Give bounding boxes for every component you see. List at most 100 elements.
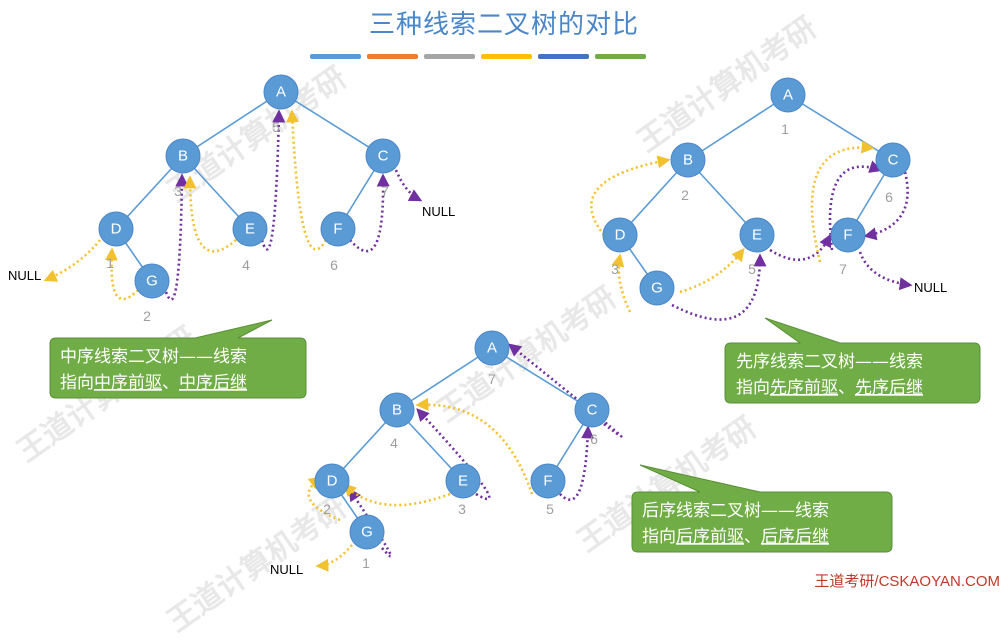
- tree-node-g: G: [639, 270, 675, 306]
- color-bar-segment: [538, 54, 589, 59]
- svg-text:D: D: [111, 221, 122, 238]
- preorder-thread-pred: [590, 155, 671, 236]
- tree-node-f: F: [530, 463, 566, 499]
- svg-text:F: F: [843, 227, 852, 244]
- tree-node-g: G: [134, 263, 170, 299]
- inorder-thread-succ: [260, 109, 286, 251]
- preorder-thread-succ: [769, 233, 832, 262]
- order-label: 4: [242, 257, 250, 273]
- tree-node-b: B: [670, 142, 706, 178]
- order-label: 6: [330, 257, 338, 273]
- order-label: 3: [458, 501, 466, 517]
- tree-node-e: E: [739, 217, 775, 253]
- inorder-thread-pred: [104, 247, 139, 301]
- order-label: 1: [106, 255, 114, 271]
- edge: [182, 91, 282, 157]
- inorder-thread-succ: [164, 173, 189, 301]
- tree-node-b: B: [165, 138, 201, 174]
- order-label: 5: [546, 501, 554, 517]
- svg-text:E: E: [752, 227, 762, 244]
- svg-text:F: F: [543, 473, 552, 490]
- footer-brand: 王道考研/CSKAOYAN.COM: [814, 573, 1000, 590]
- callout-line2: 指向中序前驱、中序后继: [60, 373, 247, 393]
- order-label: 4: [390, 435, 398, 451]
- edge: [280, 91, 384, 157]
- svg-text:B: B: [392, 402, 402, 419]
- preorder-thread-pred: [828, 160, 883, 251]
- tree-node-g: G: [349, 514, 385, 550]
- callout-line2: 指向先序前驱、先序后继: [736, 378, 923, 398]
- preorder-callout: 先序线索二叉树——线索 指向先序前驱、先序后继: [724, 317, 981, 404]
- inorder-thread-succ: [349, 173, 390, 253]
- svg-text:D: D: [327, 473, 338, 490]
- inorder-tree: NULL NULL A B C D E F G 5 3 7 1 4 6 2: [8, 74, 455, 324]
- order-label: 2: [323, 501, 331, 517]
- color-bar-segment: [481, 54, 532, 59]
- inorder-thread-pred: [183, 175, 237, 253]
- edge: [787, 94, 894, 161]
- svg-text:G: G: [361, 524, 373, 541]
- tree-node-a: A: [770, 77, 806, 113]
- postorder-callout: 后序线索二叉树——线索 指向后序前驱、后序后继: [631, 464, 893, 553]
- preorder-thread-pred: [810, 140, 875, 263]
- null-label: NULL: [270, 562, 303, 577]
- order-label: 7: [839, 261, 847, 277]
- tree-node-f: F: [830, 217, 866, 253]
- postorder-thread-pred: [343, 483, 451, 507]
- callout-line1: 先序线索二叉树——线索: [736, 352, 923, 372]
- edge: [396, 347, 493, 411]
- svg-text:A: A: [783, 87, 793, 104]
- svg-text:C: C: [378, 148, 389, 165]
- tree-node-a: A: [474, 330, 510, 366]
- inorder-thread-pred: [43, 239, 102, 282]
- null-label: NULL: [422, 204, 455, 219]
- svg-text:G: G: [146, 273, 158, 290]
- callout-line2: 指向后序前驱、后序后继: [642, 527, 829, 547]
- color-bar-segment: [367, 54, 418, 59]
- preorder-thread-succ: [858, 251, 913, 291]
- tree-node-a: A: [263, 74, 299, 110]
- inorder-callout: 中序线索二叉树——线索 指向中序前驱、中序后继: [49, 319, 307, 399]
- edge: [491, 347, 593, 411]
- tree-node-f: F: [320, 211, 356, 247]
- tree-node-d: D: [314, 463, 350, 499]
- svg-text:C: C: [587, 402, 598, 419]
- inorder-thread-succ: [394, 169, 423, 202]
- order-label: 2: [681, 187, 689, 203]
- svg-text:E: E: [458, 473, 468, 490]
- order-label: 1: [362, 555, 370, 571]
- order-label: 1: [781, 121, 789, 137]
- postorder-thread-pred: [315, 544, 353, 572]
- postorder-thread-succ: [416, 408, 491, 501]
- order-label: 2: [143, 308, 151, 324]
- order-label: 6: [885, 189, 893, 205]
- order-label: 6: [590, 431, 598, 447]
- preorder-tree: NULL A B C D E F G 1 2 3 5 6 7: [590, 77, 947, 321]
- svg-text:A: A: [487, 340, 497, 357]
- tree-node-e: E: [232, 211, 268, 247]
- svg-text:B: B: [683, 152, 693, 169]
- svg-text:B: B: [178, 148, 188, 165]
- tree-node-e: E: [445, 463, 481, 499]
- preorder-thread-pred: [611, 253, 632, 313]
- preorder-thread-succ: [863, 171, 909, 241]
- page-title: 三种线索二叉树的对比: [368, 10, 639, 40]
- color-bar-segment: [424, 54, 475, 59]
- tree-node-b: B: [379, 392, 415, 428]
- tree-node-c: C: [875, 142, 911, 178]
- order-label: 3: [611, 261, 619, 277]
- order-label: 7: [488, 371, 496, 387]
- callout-line1: 中序线索二叉树——线索: [60, 347, 247, 367]
- svg-text:E: E: [245, 221, 255, 238]
- null-label: NULL: [8, 268, 41, 283]
- svg-text:C: C: [888, 152, 899, 169]
- tree-node-d: D: [602, 217, 638, 253]
- svg-text:F: F: [333, 221, 342, 238]
- tree-node-c: C: [574, 392, 610, 428]
- svg-text:A: A: [276, 84, 286, 101]
- color-bar-segment: [595, 54, 646, 59]
- postorder-tree: NULL A B C D E F G 7 4 6 2 3 5 1: [270, 330, 623, 577]
- thread-tree-diagram: NULL NULL A B C D E F G 5 3 7 1 4 6 2 NU…: [8, 74, 981, 577]
- order-label: 5: [272, 119, 280, 135]
- color-bar-segment: [310, 54, 361, 59]
